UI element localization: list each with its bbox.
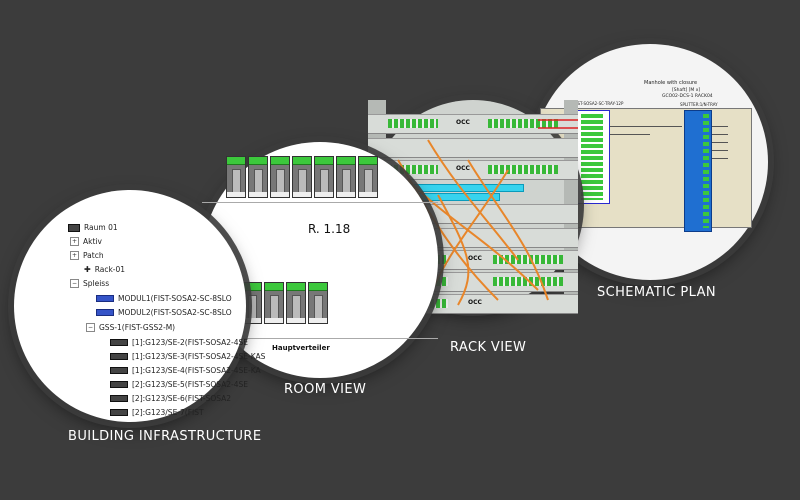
schematic-connector <box>610 126 682 127</box>
rack-tile[interactable] <box>270 156 290 198</box>
splice-tray-icon <box>110 339 128 346</box>
main-distributor-label: Hauptverteiler <box>272 344 330 352</box>
tree-item-rack[interactable]: ✚Rack-01 <box>84 265 126 274</box>
room-divider <box>202 202 438 203</box>
rack-tile[interactable] <box>358 156 378 198</box>
schematic-splitter-block[interactable] <box>684 110 712 232</box>
room-icon <box>68 223 80 232</box>
splice-tray-icon <box>110 395 128 402</box>
rack-tile[interactable] <box>292 156 312 198</box>
tree-item-splice[interactable]: [2]:G123/SE-7(FIST <box>110 408 204 417</box>
schematic-connector <box>610 134 650 135</box>
tree-item-splice[interactable]: [2]:G123/SE-5(FIST-SOSA2-4SE <box>110 380 248 389</box>
collapse-icon[interactable]: − <box>86 323 95 332</box>
schematic-header: Manhole with closure <box>644 80 698 86</box>
caption-room-view: ROOM VIEW <box>284 382 367 397</box>
tree-item-module[interactable]: MODUL2(FIST-SOSA2-SC-8SLO <box>96 308 232 317</box>
tree-root[interactable]: Raum 01 <box>68 223 118 232</box>
schematic-left-box-label: FIST-SOSA2-SC-TRAY-12P <box>574 101 624 106</box>
splice-tray-icon <box>110 367 128 374</box>
infrastructure-tree: Raum 01 +Aktiv +Patch ✚Rack-01 −Spleiss … <box>14 190 265 422</box>
caption-building-infrastructure: BUILDING INFRASTRUCTURE <box>68 429 262 444</box>
rack-tile[interactable] <box>314 156 334 198</box>
caption-schematic-plan: SCHEMATIC PLAN <box>597 285 717 300</box>
schematic-connector <box>712 142 728 143</box>
schematic-right-box-label: SPLITTER:1/N-TRAY <box>680 102 718 107</box>
room-number-label: R. 1.18 <box>308 222 351 236</box>
tree-item-splice[interactable]: [2]:G123/SE-6(FIST-SOSA2 <box>110 394 231 403</box>
schematic-connector <box>712 126 728 127</box>
rack-tile[interactable] <box>248 156 268 198</box>
tree-item-aktiv[interactable]: +Aktiv <box>70 237 102 246</box>
rack-icon: ✚ <box>84 265 91 274</box>
rack-tile[interactable] <box>308 282 328 324</box>
room-view[interactable]: R. 1.18 Hauptverteiler <box>202 142 438 378</box>
expand-icon[interactable]: + <box>70 251 79 260</box>
module-icon <box>96 309 114 316</box>
rack-unit[interactable]: OCC <box>368 160 578 180</box>
tree-item-patch[interactable]: +Patch <box>70 251 104 260</box>
splice-tray-icon <box>110 381 128 388</box>
schematic-connector <box>712 134 728 135</box>
schematic-rack-label: GCO02-DCS-1 RACK04 <box>662 94 713 99</box>
schematic-connector <box>712 158 728 159</box>
splice-tray-icon <box>110 409 128 416</box>
tree-item-spleiss[interactable]: −Spleiss <box>70 279 110 288</box>
rack-unit[interactable]: OCC <box>368 114 578 134</box>
tree-item-splice[interactable]: [1]:G123/SE-3(FIST-SOSA2-4SE-KAS <box>110 352 265 361</box>
caption-rack-view: RACK VIEW <box>450 340 527 355</box>
rack-tile[interactable] <box>242 282 262 324</box>
rack-unit[interactable] <box>368 138 578 158</box>
tree-item-module[interactable]: MODUL1(FIST-SOSA2-SC-8SLO <box>96 294 232 303</box>
expand-icon[interactable]: + <box>70 237 79 246</box>
tree-item-splice[interactable]: [1]:G123/SE-2(FIST-SOSA2-4SE <box>110 338 248 347</box>
room-divider <box>202 338 438 339</box>
rack-tile[interactable] <box>226 156 246 198</box>
building-infrastructure-view[interactable]: Raum 01 +Aktiv +Patch ✚Rack-01 −Spleiss … <box>14 190 265 422</box>
rack-tile[interactable] <box>264 282 284 324</box>
tree-item-splice[interactable]: [1]:G123/SE-4(FIST-SOSA2-4SE-KA <box>110 366 261 375</box>
schematic-connector <box>712 150 728 151</box>
rack-tile[interactable] <box>336 156 356 198</box>
rack-tile[interactable] <box>286 282 306 324</box>
splice-tray-icon <box>110 353 128 360</box>
module-icon <box>96 295 114 302</box>
schematic-left-box[interactable] <box>576 110 610 204</box>
schematic-shaft-label: [Shaft] [M x] <box>672 88 701 93</box>
tree-item-gss[interactable]: −GSS-1(FIST-GSS2-M) <box>86 323 176 332</box>
collapse-icon[interactable]: − <box>70 279 79 288</box>
